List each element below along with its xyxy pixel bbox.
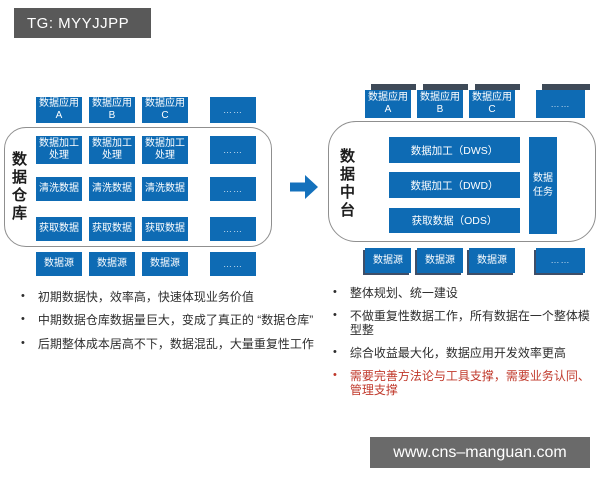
site-watermark: www.cns–manguan.com (370, 437, 590, 468)
dwd-bar: 数据加工（DWD） (389, 172, 520, 198)
left-fetch-row: 获取数据 获取数据 获取数据 …… (36, 217, 256, 241)
left-bullet-1: 初期数据快，效率高，快速体现业务价值 (16, 290, 316, 304)
right-source-box: 数据源 (417, 248, 463, 273)
right-diagram-title: 数据中台 (338, 148, 355, 220)
right-bullet-2: 不做重复性数据工作，所有数据在一个整体模型整 (328, 309, 600, 338)
right-bullet-list: 整体规划、统一建设 不做重复性数据工作，所有数据在一个整体模型整 综合收益最大化… (328, 286, 600, 406)
left-fetch-box: 获取数据 (142, 217, 188, 241)
dws-bar: 数据加工（DWS） (389, 137, 520, 163)
right-app-box-more: …… (536, 84, 590, 118)
right-platform-container (328, 121, 596, 242)
right-source-box: 数据源 (365, 248, 411, 273)
left-process-box: 数据加工 处理 (142, 136, 188, 164)
left-source-box: 数据源 (89, 252, 135, 276)
left-app-row: 数据应用 A 数据应用 B 数据应用 C …… (36, 97, 256, 123)
left-source-box: 数据源 (36, 252, 82, 276)
right-arrow-icon (290, 175, 318, 204)
left-fetch-box-more: …… (210, 217, 256, 241)
left-clean-box: 清洗数据 (89, 177, 135, 201)
left-app-box-c: 数据应用 C (142, 97, 188, 123)
left-warehouse-container (4, 127, 272, 247)
left-clean-box: 清洗数据 (36, 177, 82, 201)
left-clean-box: 清洗数据 (142, 177, 188, 201)
left-app-box-b: 数据应用 B (89, 97, 135, 123)
left-fetch-box: 获取数据 (36, 217, 82, 241)
right-app-row: 数据应用 A 数据应用 B 数据应用 C …… (365, 84, 590, 118)
right-source-box: 数据源 (469, 248, 515, 273)
left-clean-row: 清洗数据 清洗数据 清洗数据 …… (36, 177, 256, 201)
left-bullet-list: 初期数据快，效率高，快速体现业务价值 中期数据仓库数据量巨大，变成了真正的 “数… (16, 290, 316, 360)
left-diagram-title: 数据仓库 (10, 151, 27, 223)
left-process-box: 数据加工 处理 (89, 136, 135, 164)
right-bullet-3: 综合收益最大化，数据应用开发效率更高 (328, 346, 600, 360)
left-process-row: 数据加工 处理 数据加工 处理 数据加工 处理 …… (36, 136, 256, 164)
right-source-row: 数据源 数据源 数据源 …… (365, 248, 585, 273)
left-source-box: 数据源 (142, 252, 188, 276)
left-clean-box-more: …… (210, 177, 256, 201)
data-task-box: 数据任务 (529, 137, 557, 234)
right-source-box-more: …… (536, 248, 585, 273)
left-source-box-more: …… (210, 252, 256, 276)
left-source-row: 数据源 数据源 数据源 …… (36, 252, 256, 276)
right-app-box-c: 数据应用 C (469, 84, 520, 118)
ods-bar: 获取数据（ODS） (389, 208, 520, 233)
right-app-box-b: 数据应用 B (417, 84, 468, 118)
left-fetch-box: 获取数据 (89, 217, 135, 241)
left-bullet-3: 后期整体成本居高不下，数据混乱，大量重复性工作 (16, 337, 316, 351)
left-process-box: 数据加工 处理 (36, 136, 82, 164)
right-bullet-4-warning: 需要完善方法论与工具支撑，需要业务认同、管理支撑 (328, 369, 600, 398)
left-app-box-a: 数据应用 A (36, 97, 82, 123)
left-process-box-more: …… (210, 136, 256, 164)
top-left-tag: TG: MYYJJPP (14, 8, 151, 38)
right-app-box-a: 数据应用 A (365, 84, 416, 118)
left-bullet-2: 中期数据仓库数据量巨大，变成了真正的 “数据仓库” (16, 313, 316, 327)
right-bullet-1: 整体规划、统一建设 (328, 286, 600, 300)
left-app-box-more: …… (210, 97, 256, 123)
